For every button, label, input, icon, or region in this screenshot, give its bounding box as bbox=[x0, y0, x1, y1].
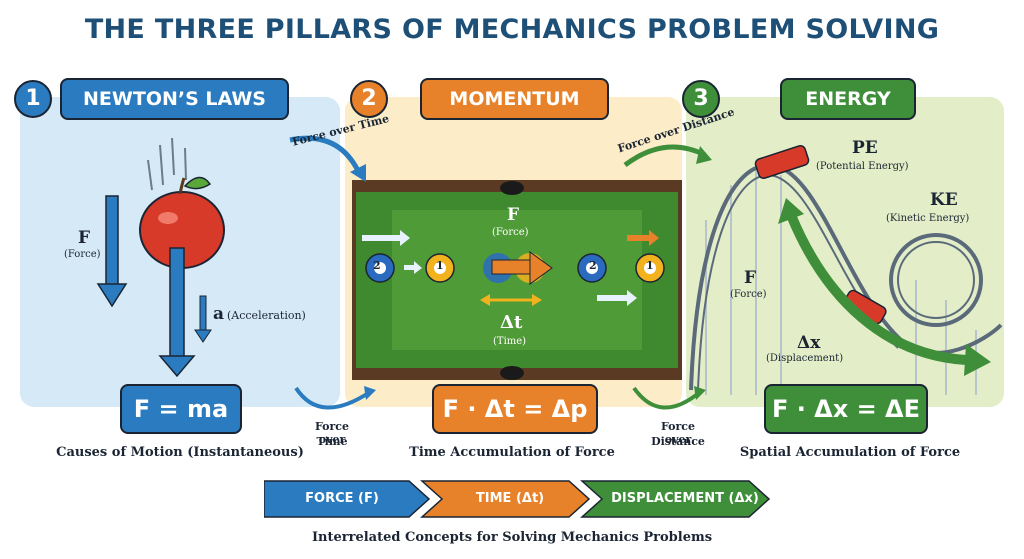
force-sub-p1: (Force) bbox=[64, 249, 101, 260]
accel-sub: (Acceleration) bbox=[227, 309, 306, 322]
formula-impulse: F · Δt = Δp bbox=[432, 384, 598, 434]
roller-coaster-illustration bbox=[689, 145, 1003, 395]
time-sub: (Time) bbox=[493, 336, 527, 347]
apple-illustration bbox=[139, 137, 225, 269]
disp-label: Δx bbox=[797, 333, 821, 353]
caption-energy: Spatial Accumulation of Force bbox=[739, 445, 961, 460]
time-label: Δt bbox=[500, 312, 523, 333]
caption-newtons-laws: Causes of Motion (Instantaneous) bbox=[56, 445, 304, 460]
pool-table-illustration bbox=[352, 180, 682, 380]
accel-label: a bbox=[213, 304, 225, 324]
pillar-2-number: 2 bbox=[350, 80, 388, 118]
ke-sub: (Kinetic Energy) bbox=[886, 213, 970, 224]
force-label-p3: F bbox=[744, 268, 757, 288]
pillar-3-number: 3 bbox=[682, 80, 720, 118]
pe-sub: (Potential Energy) bbox=[816, 161, 909, 172]
connector-label-bottom-1a: Force over bbox=[314, 420, 350, 446]
ball-1-number: 1 bbox=[436, 259, 444, 272]
disp-sub: (Displacement) bbox=[766, 353, 844, 364]
pillar-2-header: MOMENTUM bbox=[420, 78, 609, 120]
ball-2-number-after: 2 bbox=[589, 259, 597, 272]
caption-momentum: Time Accumulation of Force bbox=[409, 445, 615, 460]
flow-displacement: DISPLACEMENT (Δx) bbox=[611, 491, 759, 506]
force-arrows-panel-1 bbox=[96, 195, 212, 378]
ball-2-number: 2 bbox=[373, 259, 381, 272]
bottom-caption: Interrelated Concepts for Solving Mechan… bbox=[311, 530, 713, 545]
pillar-1-header: NEWTON’S LAWS bbox=[60, 78, 289, 120]
force-label-p1: F bbox=[78, 228, 91, 248]
formula-work-energy: F · Δx = ΔE bbox=[764, 384, 928, 434]
connector-label-bottom-2b: Distance bbox=[651, 435, 705, 448]
pe-label: PE bbox=[852, 138, 878, 158]
pillar-1-number: 1 bbox=[14, 80, 52, 118]
flow-force: FORCE (F) bbox=[305, 491, 379, 506]
force-sub-p2: (Force) bbox=[492, 227, 529, 238]
connector-label-bottom-1b: Time bbox=[316, 435, 348, 448]
flow-time: TIME (Δt) bbox=[475, 491, 545, 506]
force-sub-p3: (Force) bbox=[730, 289, 767, 300]
page-title: THE THREE PILLARS OF MECHANICS PROBLEM S… bbox=[84, 14, 940, 45]
pillar-3-header: ENERGY bbox=[780, 78, 916, 120]
ke-label: KE bbox=[930, 190, 958, 210]
ball-1-number-after: 1 bbox=[646, 259, 654, 272]
formula-f-ma: F = ma bbox=[120, 384, 242, 434]
flow-chevrons bbox=[264, 480, 771, 518]
force-label-p2: F bbox=[507, 205, 520, 225]
connector-label-bottom-2a: Force over bbox=[660, 420, 696, 446]
